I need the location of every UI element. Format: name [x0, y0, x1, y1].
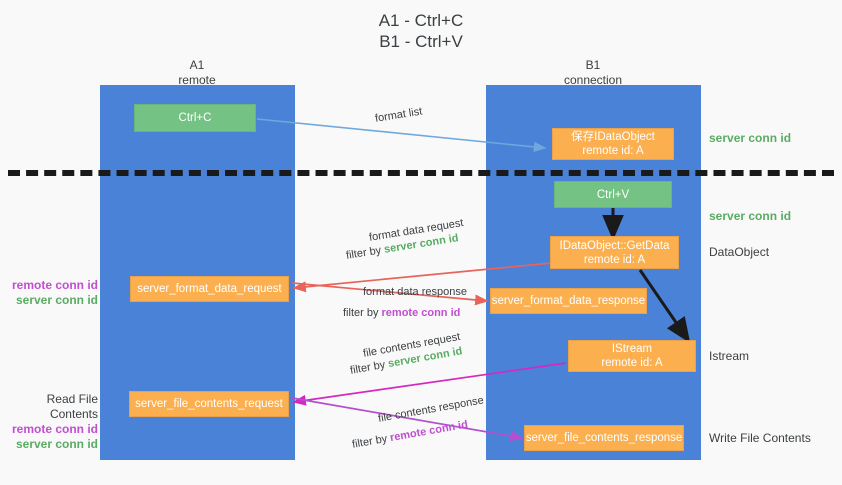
title-line-2: B1 - Ctrl+V	[379, 32, 463, 51]
lane-b1-title: B1	[585, 58, 601, 72]
box-server-file-contents-response-label: server_file_contents_response	[525, 432, 683, 444]
label-dataobject: DataObject	[709, 245, 770, 259]
lane-header-b1: B1 connection	[518, 58, 668, 88]
box-server-format-data-response[interactable]: server_format_data_response	[490, 288, 647, 314]
edge-label-file-contents-response-filter: filter by remote conn id	[351, 418, 469, 451]
label-read-file-contents: Read File Contents	[46, 392, 98, 421]
box-server-format-data-request-label: server_format_data_request	[137, 283, 282, 295]
label-server-conn-id-top: server conn id	[709, 131, 792, 145]
box-save-idataobject-line2: remote id: A	[582, 145, 644, 157]
box-idataobject-getdata[interactable]: IDataObject::GetData remote id: A	[550, 236, 679, 269]
box-save-idataobject[interactable]: 保存IDataObject remote id: A	[552, 128, 674, 160]
lane-header-a1: A1 remote	[122, 58, 272, 88]
label-file-remote-conn-id: remote conn id	[11, 422, 98, 436]
label-format-conn-ids: remote conn id server conn id	[10, 278, 98, 308]
box-server-file-contents-response[interactable]: server_file_contents_response	[524, 425, 684, 451]
title-line-1: A1 - Ctrl+C	[378, 11, 464, 30]
label-format-server-conn-id: server conn id	[15, 293, 98, 307]
label-file-server-conn-id: server conn id	[15, 437, 98, 451]
box-getdata-line1: IDataObject::GetData	[559, 239, 670, 252]
box-istream[interactable]: IStream remote id: A	[568, 340, 696, 372]
label-format-remote-conn-id: remote conn id	[11, 278, 98, 292]
lane-b1-subtitle: connection	[563, 73, 623, 87]
box-server-file-contents-request-label: server_file_contents_request	[135, 398, 283, 410]
lane-a1-title: A1	[189, 58, 205, 72]
page-title: A1 - Ctrl+C B1 - Ctrl+V	[0, 10, 842, 52]
edge-label-format-data-response: format data response	[363, 286, 467, 298]
box-server-file-contents-request[interactable]: server_file_contents_request	[129, 391, 289, 417]
phase-divider	[8, 170, 834, 176]
box-server-format-data-response-label: server_format_data_response	[491, 295, 646, 307]
label-read-file-contents-group: Read File Contents remote conn id server…	[6, 392, 98, 452]
label-istream: Istream	[709, 349, 750, 363]
box-ctrl-c[interactable]: Ctrl+C	[134, 104, 256, 132]
edge-label-format-list: format list	[374, 105, 424, 125]
box-ctrl-c-label: Ctrl+C	[178, 112, 212, 124]
edge-label-file-contents-response: file contents response	[377, 394, 485, 425]
label-server-conn-id-second: server conn id	[709, 209, 792, 223]
box-ctrl-v[interactable]: Ctrl+V	[554, 181, 672, 208]
box-getdata-line2: remote id: A	[583, 253, 646, 266]
label-write-file-contents: Write File Contents	[709, 431, 811, 445]
lane-a1-subtitle: remote	[178, 73, 216, 87]
box-save-idataobject-line1: 保存IDataObject	[571, 131, 655, 143]
box-server-format-data-request[interactable]: server_format_data_request	[130, 276, 289, 302]
box-istream-line2: remote id: A	[601, 357, 663, 369]
box-ctrl-v-label: Ctrl+V	[596, 188, 630, 201]
edge-label-format-data-response-filter: filter by remote conn id	[343, 307, 461, 319]
box-istream-line1: IStream	[611, 343, 653, 355]
